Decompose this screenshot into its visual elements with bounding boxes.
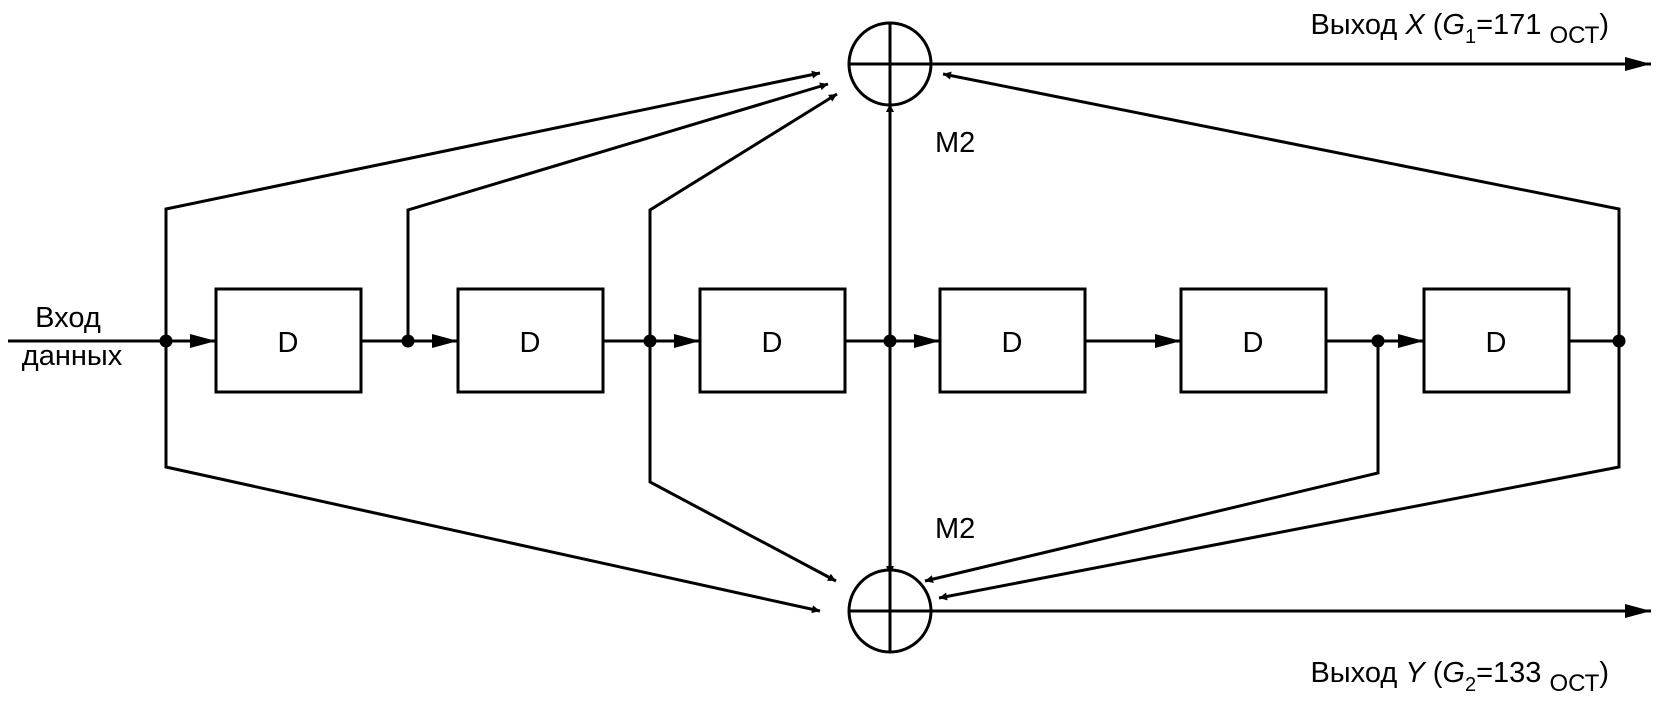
output-x-prefix: Выход xyxy=(1310,9,1405,41)
top-tap-6 xyxy=(942,71,1621,341)
output-x-var: X xyxy=(1404,9,1426,41)
output-y-prefix: Выход xyxy=(1310,657,1405,689)
junction-dot xyxy=(159,334,173,348)
delay-block-label: D xyxy=(1002,327,1023,359)
output-x-close: ) xyxy=(1599,9,1609,41)
junction-dots xyxy=(159,334,1626,348)
bottom-tap-6 xyxy=(938,341,1621,601)
junction-dot xyxy=(1371,334,1385,348)
delay-block-label: D xyxy=(1243,327,1264,359)
bottom-tap-0 xyxy=(164,341,821,614)
modulo-label-top: M2 xyxy=(935,127,975,159)
output-y-open: ( xyxy=(1425,657,1443,689)
bottom-adder-taps xyxy=(164,341,1621,614)
output-x-eq: =171 xyxy=(1476,9,1549,41)
output-y-sub: 2 xyxy=(1465,674,1476,696)
junction-dot xyxy=(401,334,415,348)
bottom-adder xyxy=(847,568,933,654)
delay-block-label: D xyxy=(278,327,299,359)
top-adder xyxy=(847,21,933,107)
output-y-close: ) xyxy=(1599,657,1609,689)
input-label-line2: данных xyxy=(22,340,123,372)
output-y-eq: =133 xyxy=(1476,657,1549,689)
top-adder-taps xyxy=(164,70,1621,341)
junction-dot xyxy=(883,334,897,348)
bottom-tap-5 xyxy=(924,341,1380,584)
output-x-open: ( xyxy=(1425,9,1443,41)
top-tap-0 xyxy=(164,70,821,341)
output-x-label: Выход X (G1=171 ОСТ) xyxy=(1310,9,1609,49)
delay-block-label: D xyxy=(762,327,783,359)
top-tap-1 xyxy=(406,82,829,341)
output-y-var: Y xyxy=(1405,657,1427,689)
delay-block-2: D xyxy=(456,287,605,394)
delay-block-1: D xyxy=(214,287,363,394)
output-y-label: Выход Y (G2=133 ОСТ) xyxy=(1310,657,1609,697)
delay-block-label: D xyxy=(1486,327,1507,359)
delay-blocks: D D D D D D xyxy=(214,287,1571,394)
input-label-line1: Вход xyxy=(35,302,101,334)
bottom-tap-2 xyxy=(648,341,837,583)
output-x-gvar: G xyxy=(1442,9,1465,41)
input-label: Вход данных xyxy=(22,302,123,372)
delay-block-6: D xyxy=(1422,287,1571,394)
junction-dot xyxy=(1612,334,1626,348)
top-tap-2 xyxy=(648,92,838,341)
delay-block-5: D xyxy=(1179,287,1328,394)
delay-block-4: D xyxy=(938,287,1087,394)
modulo-label-bottom: M2 xyxy=(935,513,975,545)
output-x-sub: 1 xyxy=(1465,26,1476,48)
delay-block-label: D xyxy=(520,327,541,359)
junction-dot xyxy=(643,334,657,348)
delay-block-3: D xyxy=(698,287,847,394)
output-x-base: ОСТ xyxy=(1549,22,1599,49)
output-y-gvar: G xyxy=(1442,657,1465,689)
output-y-base: ОСТ xyxy=(1549,670,1599,697)
